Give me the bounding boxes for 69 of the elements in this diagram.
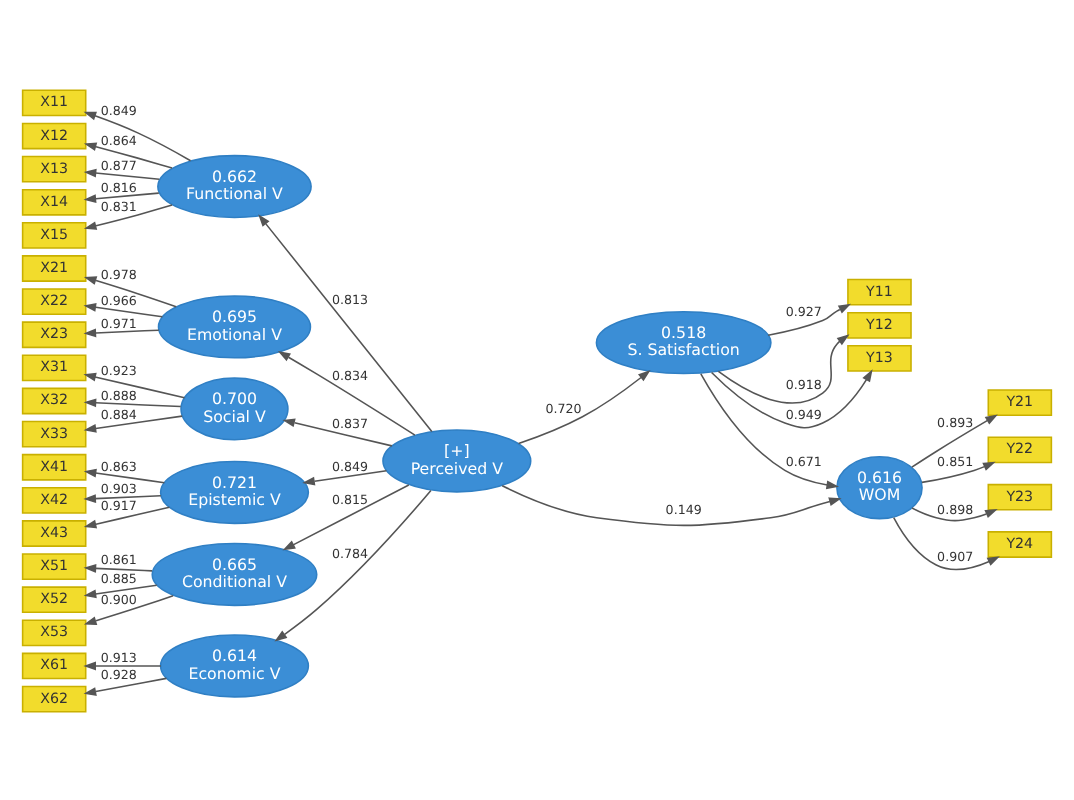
node-box: Y11 <box>847 277 912 305</box>
node-box: X31 <box>21 353 87 381</box>
arrow <box>83 397 182 407</box>
arrow <box>83 505 171 528</box>
node-box: X14 <box>21 187 87 215</box>
node-box: X53 <box>21 618 87 646</box>
arrow <box>83 167 161 180</box>
arrow <box>83 593 174 624</box>
node-box: X11 <box>21 88 87 116</box>
node-box: X42 <box>21 485 87 513</box>
node-ellipse: [+] Perceived V <box>382 428 532 492</box>
node-box: X23 <box>21 320 87 348</box>
node-box: X22 <box>21 287 87 315</box>
arrow <box>517 368 651 444</box>
arrow <box>710 368 873 428</box>
node-box: X43 <box>21 519 87 546</box>
node-box: X61 <box>21 651 87 679</box>
node-box: X51 <box>21 552 87 579</box>
node-box: X12 <box>21 121 87 149</box>
node-box: Y13 <box>847 344 912 371</box>
arrow <box>911 413 998 467</box>
arrow <box>717 333 850 403</box>
arrow <box>83 327 160 337</box>
node-box: Y23 <box>987 482 1053 510</box>
arrow <box>83 141 173 168</box>
arrow <box>83 275 177 307</box>
arrow <box>83 203 173 229</box>
node-box: X21 <box>21 254 87 281</box>
arrow <box>911 506 998 521</box>
arrow <box>83 583 158 598</box>
arrow <box>83 414 183 432</box>
node-box: Y21 <box>987 388 1053 415</box>
arrow <box>83 302 164 317</box>
arrow <box>282 417 393 446</box>
arrow <box>302 469 388 485</box>
node-box: X13 <box>21 154 87 182</box>
arrow <box>83 371 186 398</box>
node-box: X62 <box>21 684 87 712</box>
node-ellipse: 0.721 Epistemic V <box>159 459 310 524</box>
node-ellipse: 0.662 Functional V <box>157 153 312 218</box>
node-box: X33 <box>21 419 87 447</box>
node-ellipse: 0.616 WOM <box>836 455 923 519</box>
node-ellipse: 0.695 Emotional V <box>157 294 312 358</box>
node-box: Y22 <box>987 435 1053 463</box>
node-box: X52 <box>21 585 87 613</box>
arrow <box>83 191 160 203</box>
node-box: X32 <box>21 386 87 414</box>
arrow <box>892 515 1000 570</box>
arrow <box>83 676 168 695</box>
arrow <box>258 213 433 432</box>
arrow <box>277 349 416 435</box>
arrow <box>501 483 842 526</box>
node-ellipse: 0.700 Social V <box>180 376 289 440</box>
arrow <box>282 483 410 550</box>
node-box: X41 <box>21 452 87 480</box>
arrow <box>700 371 840 489</box>
arrow <box>83 110 192 161</box>
arrow <box>921 460 996 483</box>
node-box: Y24 <box>987 530 1053 557</box>
arrow <box>83 493 162 502</box>
arrow <box>274 488 432 641</box>
arrow <box>83 562 153 572</box>
node-ellipse: 0.614 Economic V <box>159 633 310 697</box>
node-box: X15 <box>21 221 87 248</box>
arrow <box>767 302 852 335</box>
node-box: Y12 <box>847 310 912 338</box>
node-ellipse: 0.518 S. Satisfaction <box>595 309 772 374</box>
arrow <box>83 467 166 483</box>
arrow <box>83 660 162 670</box>
